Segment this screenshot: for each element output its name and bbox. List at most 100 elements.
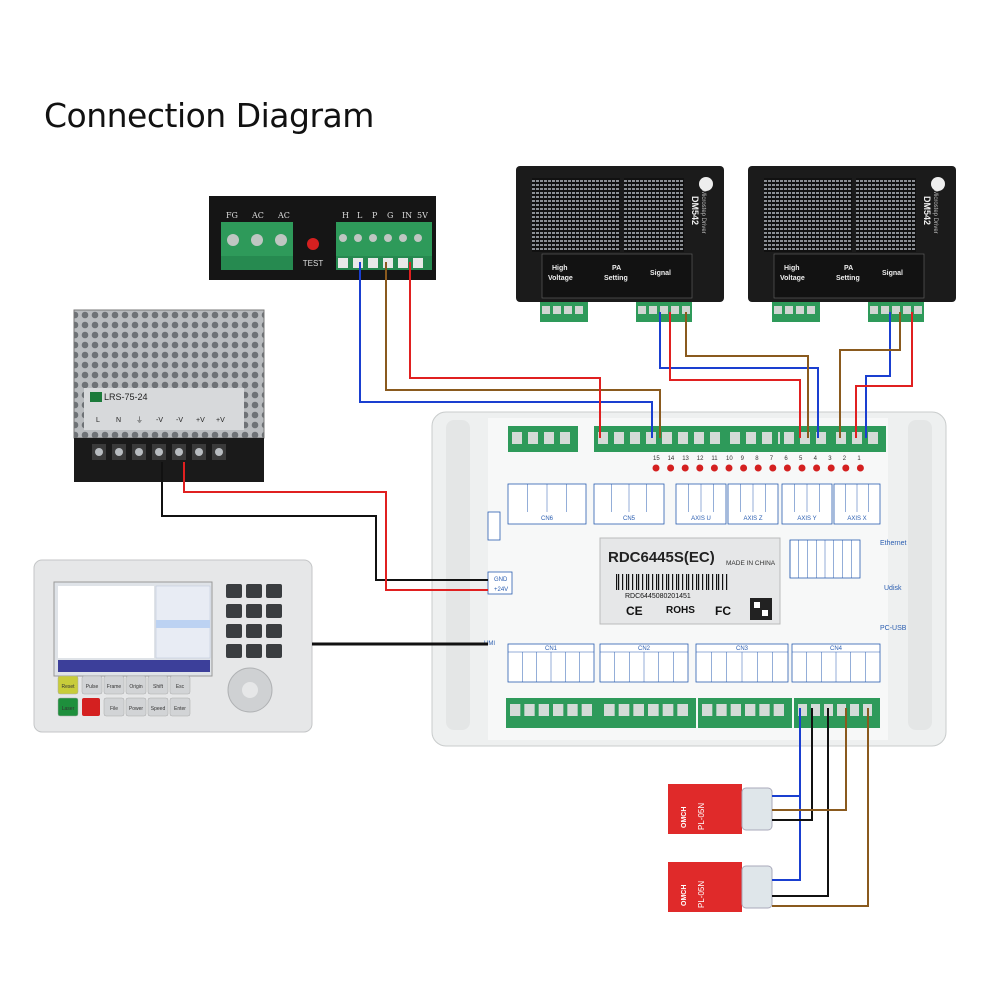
keypad-key[interactable] [246, 644, 262, 658]
panel-button[interactable] [57, 697, 79, 717]
wire-blue-module [359, 262, 653, 438]
panel-button[interactable] [125, 697, 147, 717]
serial-number: RDC6445080201451 [625, 593, 691, 600]
panel-button-label: Origin [129, 684, 143, 690]
driver-subtitle: Microstep Driver [700, 190, 706, 234]
led-number: 8 [755, 456, 759, 462]
keypad-key[interactable] [246, 584, 262, 598]
stop-button[interactable] [82, 698, 100, 716]
leds-label-block [789, 539, 861, 579]
status-led [827, 464, 835, 472]
wire-red-module [409, 262, 601, 438]
panel-button[interactable] [147, 697, 169, 717]
panel-button-label: Shift [153, 684, 164, 690]
wire-blue-sensors [772, 708, 801, 881]
connector-group-label: CN6 [541, 516, 554, 522]
led-number: 5 [799, 456, 803, 462]
module-term-label: AC [277, 211, 290, 220]
driver-pa-label: PA [612, 265, 621, 272]
psu-term-label: ⏚ [136, 416, 143, 424]
panel-button[interactable] [103, 675, 125, 695]
module-term-label: AC [251, 211, 264, 220]
keypad-key[interactable] [266, 604, 282, 618]
driver-subtitle: Microstep Driver [932, 190, 938, 234]
status-led [667, 464, 675, 472]
controller-model: RDC6445S(EC) [608, 549, 715, 566]
wire-blue-driver1 [659, 312, 819, 438]
connector-group-label: AXIS U [691, 516, 711, 522]
barcode [616, 574, 728, 590]
panel-button-label: File [110, 706, 118, 712]
keypad-key[interactable] [226, 644, 242, 658]
connector-group-label: CN5 [623, 516, 636, 522]
driver-signal-label: Signal [650, 270, 671, 277]
driver-pa-label: Setting [836, 275, 860, 282]
keypad-key[interactable] [226, 624, 242, 638]
panel-button[interactable] [169, 697, 191, 717]
test-button[interactable] [307, 238, 319, 250]
keypad-key[interactable] [226, 604, 242, 618]
keypad-key[interactable] [246, 624, 262, 638]
module-term-label: 5V [417, 211, 428, 220]
connector-group-label: AXIS Y [797, 516, 816, 522]
wire-brown-module [385, 262, 661, 438]
keypad-key[interactable] [266, 644, 282, 658]
terminal-screw [354, 234, 362, 242]
plus24v-label: +24V [494, 587, 508, 593]
led-number: 2 [843, 456, 847, 462]
keypad-key[interactable] [246, 604, 262, 618]
psu-term-label: N [116, 417, 121, 424]
status-led [842, 464, 850, 472]
terminal-screw [399, 234, 407, 242]
connector-group-label: AXIS X [847, 516, 866, 522]
module-term-label: G [387, 211, 393, 220]
terminal-screw [368, 258, 378, 268]
status-led [710, 464, 718, 472]
keypad-key[interactable] [266, 584, 282, 598]
panel-button[interactable] [125, 675, 147, 695]
led-number: 9 [741, 456, 745, 462]
led-number: 14 [668, 456, 675, 462]
terminal-screw [353, 258, 363, 268]
panel-button[interactable] [81, 675, 103, 695]
sensor-brand: OMCH [681, 807, 688, 828]
driver-hv-label: High [784, 265, 800, 272]
panel-button-label: Laser [62, 706, 75, 712]
module-term-label: H [342, 211, 349, 220]
terminal-screw [338, 258, 348, 268]
diagram-title: Connection Diagram [44, 96, 374, 135]
panel-button[interactable] [147, 675, 169, 695]
status-led [798, 464, 806, 472]
led-number: 10 [726, 456, 733, 462]
status-led [740, 464, 748, 472]
connector-group-label: CN3 [736, 646, 749, 652]
panel-button-label: Pulse [86, 684, 99, 690]
made-in-china: MADE IN CHINA [726, 560, 776, 567]
driver-model: DM542 [690, 196, 700, 225]
sensor-model: PL-05N [697, 803, 706, 830]
terminal-screw [339, 234, 347, 242]
module-term-label: P [372, 211, 378, 220]
pc-usb-label: PC-USB [880, 625, 907, 632]
terminal-screw [384, 234, 392, 242]
keypad-key[interactable] [226, 584, 242, 598]
wire-black-sensor1 [772, 708, 813, 821]
connector-group-label: CN2 [638, 646, 651, 652]
keypad-key[interactable] [266, 624, 282, 638]
wires [161, 262, 913, 907]
panel-button[interactable] [103, 697, 125, 717]
panel-button[interactable] [57, 675, 79, 695]
psu-term-label: L [96, 417, 100, 424]
led-number: 7 [770, 456, 774, 462]
status-led [856, 464, 864, 472]
panel-button-label: Esc [176, 684, 185, 690]
psu-term-label: -V [176, 417, 183, 424]
psu-term-label: -V [156, 417, 163, 424]
panel-button[interactable] [169, 675, 191, 695]
module-term-label: FG [226, 211, 238, 220]
terminal-screw [383, 258, 393, 268]
